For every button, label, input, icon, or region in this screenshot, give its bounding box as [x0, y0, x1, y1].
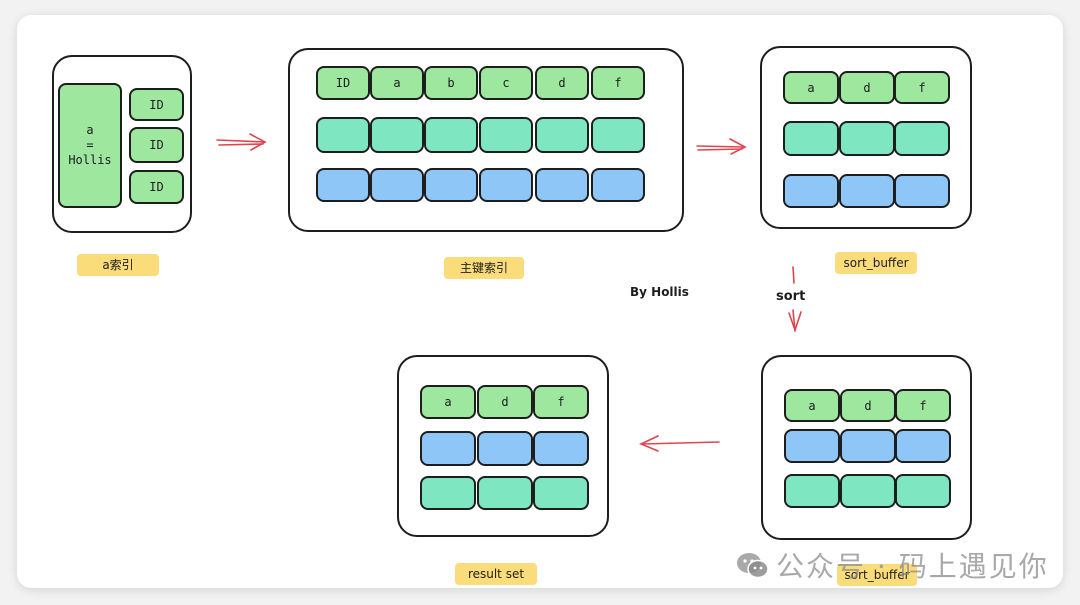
- primary-index-header-cell: a: [370, 66, 424, 100]
- result-set-header-cell: a: [420, 385, 476, 419]
- sort-buffer-2-blue-cell: [895, 429, 951, 463]
- watermark-text: 公众号 · 码上遇见你: [776, 550, 1049, 583]
- result-set-header-cell: d: [477, 385, 533, 419]
- sort-buffer-1-teal-cell: [783, 121, 839, 156]
- result-set-teal-cell: [420, 476, 476, 510]
- key-cell-line-3: Hollis: [68, 153, 112, 167]
- primary-index-teal-cell: [535, 117, 589, 153]
- sort-buffer-2-teal-cell: [784, 474, 840, 508]
- sort-buffer-2-header-cell: f: [895, 389, 951, 422]
- sort-buffer-2-label: sort_buffer: [837, 564, 917, 586]
- sort-buffer-2-teal-cell: [895, 474, 951, 508]
- primary-index-blue-cell: [424, 168, 478, 202]
- a-index-key-cell: a = Hollis: [58, 83, 122, 208]
- result-set-header-cell: f: [533, 385, 589, 419]
- primary-index-header-cell: c: [479, 66, 533, 100]
- primary-index-teal-cell: [479, 117, 533, 153]
- wechat-icon: [736, 552, 769, 579]
- attribution-text: By Hollis: [630, 285, 689, 299]
- a-index-label: a索引: [77, 254, 159, 276]
- sort-buffer-2-header-cell: a: [784, 389, 840, 422]
- sort-buffer-2-blue-cell: [784, 429, 840, 463]
- result-set-blue-cell: [420, 431, 476, 466]
- result-set-label: result set: [455, 563, 537, 585]
- a-index-id-cell: ID: [129, 88, 184, 121]
- sort-buffer-1-header-cell: f: [894, 71, 950, 104]
- arrow-a-index-to-primary: [216, 133, 267, 151]
- sort-buffer-1-teal-cell: [894, 121, 950, 156]
- primary-index-teal-cell: [370, 117, 424, 153]
- sort-buffer-1-label: sort_buffer: [835, 252, 917, 274]
- arrow-sort-buffer-to-result-set: [639, 435, 720, 452]
- primary-index-blue-cell: [479, 168, 533, 202]
- primary-index-label: 主键索引: [444, 257, 524, 279]
- result-set-blue-cell: [533, 431, 589, 466]
- a-index-id-cell: ID: [129, 127, 184, 163]
- key-cell-line-1: a: [86, 123, 94, 137]
- sort-buffer-1-header-cell: d: [839, 71, 895, 104]
- sort-buffer-1-header-cell: a: [783, 71, 839, 104]
- sort-buffer-1-blue-cell: [783, 174, 839, 208]
- primary-index-header-cell: b: [424, 66, 478, 100]
- primary-index-blue-cell: [535, 168, 589, 202]
- key-cell-line-2: =: [86, 138, 94, 152]
- primary-index-header-cell: f: [591, 66, 645, 100]
- sort-buffer-1-blue-cell: [894, 174, 950, 208]
- result-set-blue-cell: [477, 431, 533, 466]
- primary-index-blue-cell: [591, 168, 645, 202]
- primary-index-header-cell: ID: [316, 66, 370, 100]
- sort-buffer-2-blue-cell: [840, 429, 896, 463]
- result-set-teal-cell: [477, 476, 533, 510]
- primary-index-blue-cell: [316, 168, 370, 202]
- primary-index-teal-cell: [316, 117, 370, 153]
- primary-index-header-cell: d: [535, 66, 589, 100]
- primary-index-teal-cell: [424, 117, 478, 153]
- a-index-id-cell: ID: [129, 170, 184, 204]
- arrow-sort-buffer-to-sort-buffer: [788, 266, 802, 333]
- primary-index-blue-cell: [370, 168, 424, 202]
- result-set-teal-cell: [533, 476, 589, 510]
- primary-index-teal-cell: [591, 117, 645, 153]
- watermark: 公众号 · 码上遇见你: [736, 545, 1049, 585]
- sort-edge-label: sort: [776, 289, 806, 304]
- arrow-primary-to-sort-buffer: [696, 138, 747, 155]
